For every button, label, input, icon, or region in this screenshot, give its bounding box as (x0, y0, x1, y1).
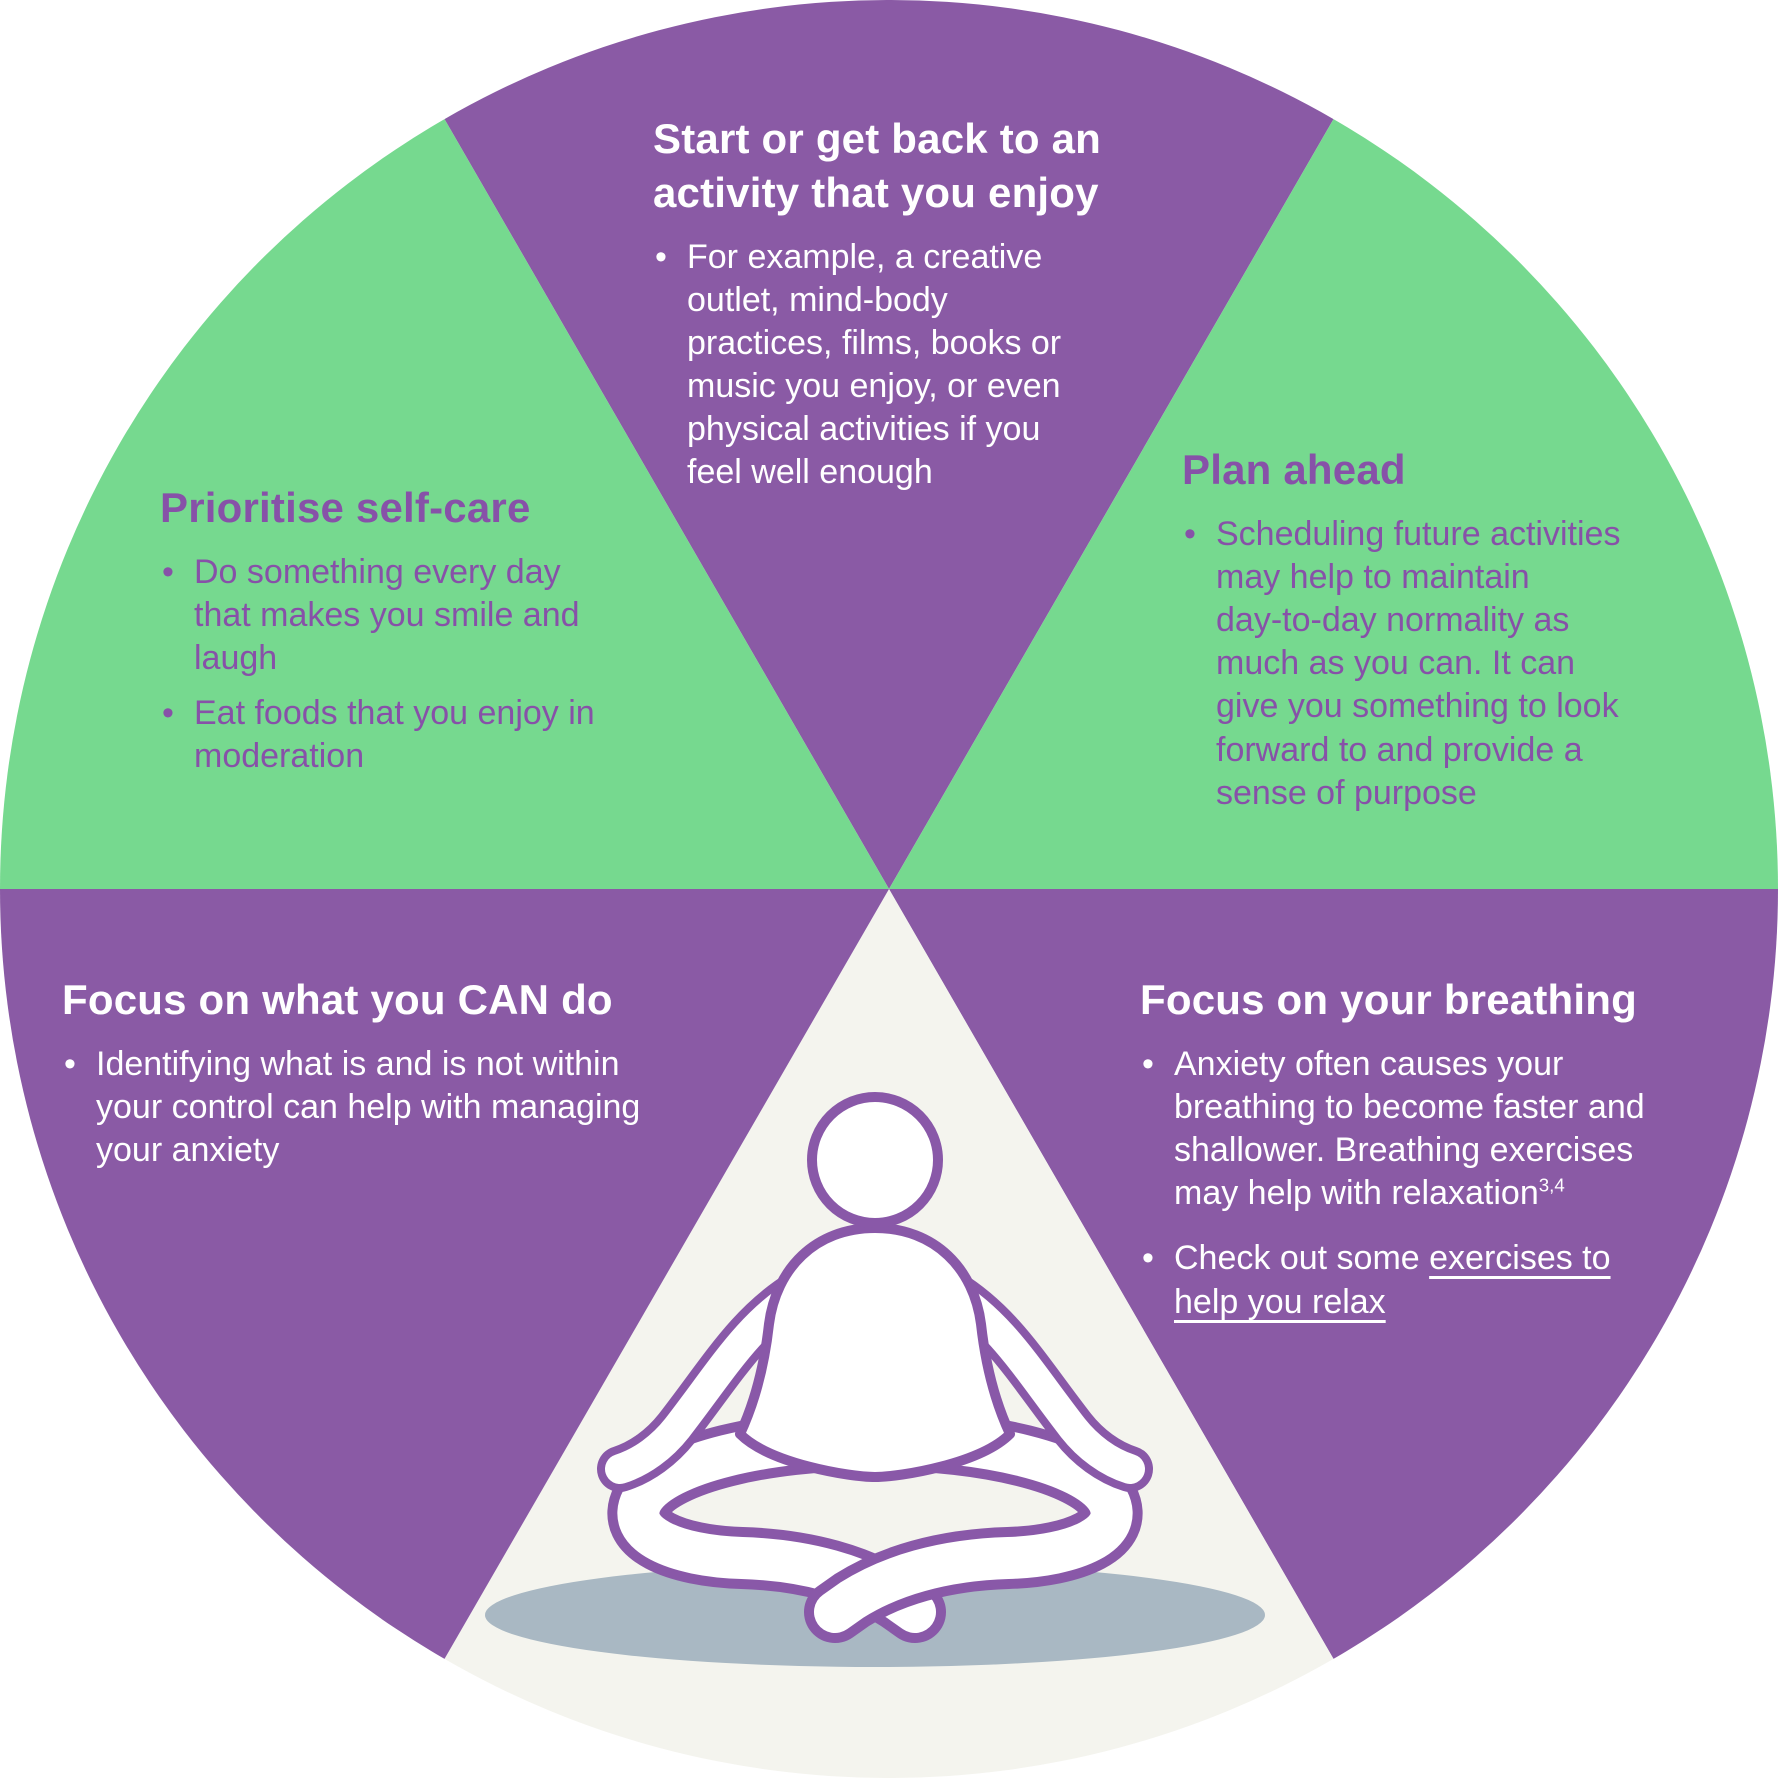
bullet-item: Eat foods that you enjoy in moderation (160, 692, 690, 778)
torso (735, 1223, 1015, 1482)
segment-bullets: Anxiety often causes your breathing to b… (1140, 1043, 1720, 1324)
segment-can-do: Focus on what you CAN do Identifying wha… (62, 973, 742, 1172)
segment-bullets: Scheduling future activities may help to… (1182, 513, 1727, 815)
segment-plan-ahead: Plan ahead Scheduling future activities … (1182, 443, 1727, 815)
bullet-item: Anxiety often causes your breathing to b… (1140, 1043, 1720, 1216)
segment-self-care: Prioritise self-care Do something every … (160, 481, 690, 779)
bullet-item: Scheduling future activities may help to… (1182, 513, 1727, 815)
relax-exercises-link[interactable]: exercises to help you relax (1174, 1239, 1611, 1321)
segment-bullets: Identifying what is and is not within yo… (62, 1043, 742, 1173)
segment-title: Start or get back to an activity that yo… (653, 115, 1102, 216)
bullet-item: Check out some exercises to help you rel… (1140, 1237, 1720, 1323)
segment-title: Plan ahead (1182, 446, 1406, 493)
segment-start-activity: Start or get back to an activity that yo… (653, 112, 1183, 495)
meditating-person-icon (485, 1092, 1265, 1667)
reference-marks: 3,4 (1538, 1174, 1565, 1196)
segment-title: Focus on what you CAN do (62, 976, 613, 1023)
segment-breathing: Focus on your breathing Anxiety often ca… (1140, 973, 1720, 1324)
head (807, 1092, 943, 1228)
bullet-item: Identifying what is and is not within yo… (62, 1043, 742, 1173)
segment-bullets: For example, a creative outlet, mind-bod… (653, 236, 1183, 495)
bullet-item: For example, a creative outlet, mind-bod… (653, 236, 1183, 495)
bullet-text: Check out some (1174, 1239, 1430, 1278)
segment-bullets: Do something every day that makes you sm… (160, 551, 690, 779)
bullet-text: Anxiety often causes your breathing to b… (1174, 1044, 1645, 1213)
segment-title: Focus on your breathing (1140, 976, 1637, 1023)
segment-title: Prioritise self-care (160, 484, 531, 531)
bullet-item: Do something every day that makes you sm… (160, 551, 690, 681)
